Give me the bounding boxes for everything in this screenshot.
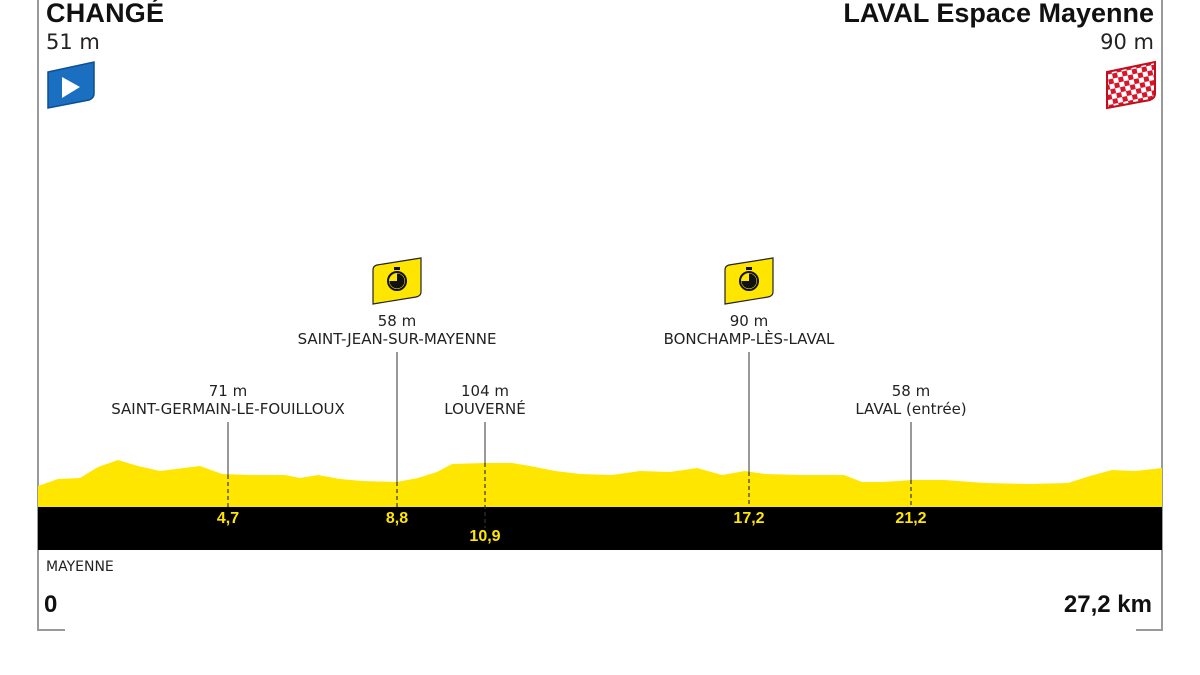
stopwatch-icon [372, 257, 422, 305]
km-marker: 21,2 [895, 510, 927, 527]
waypoint-label-saint-germain: 71 m SAINT-GERMAIN-LE-FOUILLOUX [111, 382, 345, 418]
waypoint-label-louverne: 104 m LOUVERNÉ [444, 382, 525, 418]
start-altitude: 51 m [46, 30, 100, 54]
waypoint-altitude: 71 m [208, 382, 248, 400]
start-town-name: CHANGÉ [46, 0, 165, 28]
elevation-area [38, 460, 1162, 507]
km-marker: 10,9 [469, 528, 501, 545]
waypoint-label-bonchamp: 90 m BONCHAMP-LÈS-LAVAL [664, 312, 835, 348]
start-flag-icon [47, 61, 95, 109]
region-label: MAYENNE [46, 559, 114, 575]
waypoint-altitude: 58 m [377, 312, 417, 330]
km-marker: 8,8 [385, 510, 409, 527]
waypoint-label-laval-entree: 58 m LAVAL (entrée) [855, 382, 966, 418]
waypoint-label-saint-jean: 58 m SAINT-JEAN-SUR-MAYENNE [298, 312, 497, 348]
distance-band [38, 507, 1162, 550]
waypoint-altitude: 58 m [891, 382, 931, 400]
waypoint-name: BONCHAMP-LÈS-LAVAL [663, 330, 835, 348]
km-marker: 4,7 [216, 510, 240, 527]
distance-end-label: 27,2 km [1063, 591, 1152, 618]
km-marker: 17,2 [733, 510, 765, 527]
distance-start-label: 0 [44, 591, 58, 618]
finish-town-name: LAVAL Espace Mayenne [843, 0, 1154, 28]
waypoint-altitude: 90 m [729, 312, 769, 330]
finish-altitude: 90 m [1100, 30, 1154, 54]
frame-bottom-left-tick [37, 629, 65, 631]
frame-right-border [1161, 0, 1163, 631]
waypoint-name: LOUVERNÉ [444, 400, 526, 418]
stopwatch-icon [724, 257, 774, 305]
waypoint-name: SAINT-GERMAIN-LE-FOUILLOUX [111, 400, 345, 418]
waypoint-name: SAINT-JEAN-SUR-MAYENNE [297, 330, 497, 348]
frame-left-border [37, 0, 39, 631]
finish-checkered-flag-icon [1106, 60, 1156, 110]
frame-bottom-right-tick [1136, 629, 1163, 631]
waypoint-name: LAVAL (entrée) [855, 400, 967, 418]
waypoint-altitude: 104 m [460, 382, 509, 400]
